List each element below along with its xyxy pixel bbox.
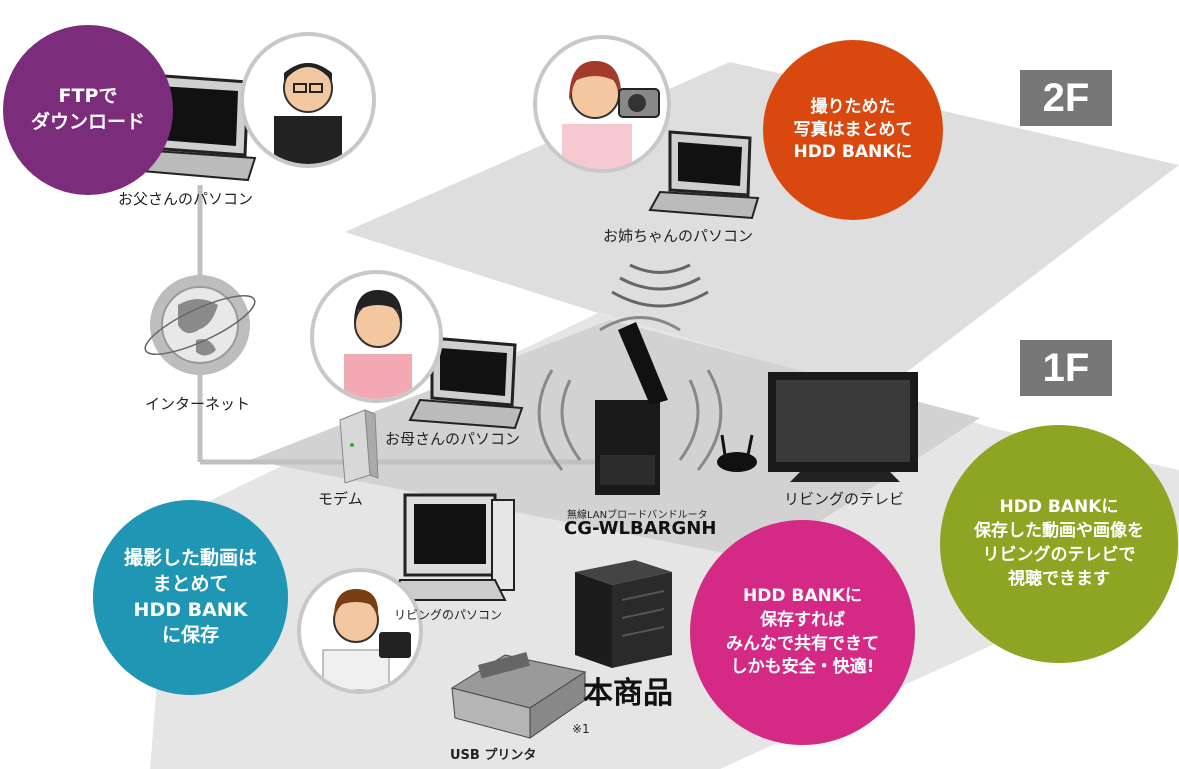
label-product: 本商品 [583,676,673,711]
label-note: ※1 [572,722,590,736]
tv-icon [768,372,918,482]
bubble-share: HDD BANKに 保存すれば みんなで共有できて しかも安全・快適! [690,520,915,745]
label-modem: モデム [318,490,363,508]
label-mother-pc: お母さんのパソコン [385,430,521,448]
router-icon [595,322,668,495]
floor-1f-tag: 1F [1020,340,1112,396]
son-portrait [297,568,423,694]
network-lines [197,185,610,465]
person-icon [344,290,412,399]
adapter-icon [717,434,757,472]
bubble-tv: HDD BANKに 保存した動画や画像を リビングのテレビで 視聴できます [940,425,1178,663]
person-icon [322,589,411,690]
modem-icon [339,409,379,484]
label-printer: USB プリンタ [450,748,537,763]
label-father-pc: お父さんのパソコン [118,190,254,208]
sister-portrait [533,35,671,173]
bubble-video: 撮影した動画は まとめて HDD BANK に保存 [93,500,288,695]
nas-icon [575,560,672,668]
label-sister-pc: お姉ちゃんのパソコン [603,227,754,245]
desktop-pc-icon [393,493,515,601]
wifi-icon [611,263,709,308]
label-living-tv: リビングのテレビ [784,490,905,508]
bubble-ftp: FTPで ダウンロード [3,25,173,195]
mother-portrait [310,270,443,403]
globe-icon [144,275,256,375]
bubble-photos: 撮りためた 写真はまとめて HDD BANKに [763,40,943,220]
person-icon [562,61,660,169]
label-living-pc: リビングのパソコン [394,608,503,622]
label-router-model: CG-WLBARGNH [564,518,717,539]
laptop-icon [128,73,257,182]
person-icon [274,63,342,164]
camera-icon [379,632,411,658]
printer-icon [450,652,587,739]
floor-2f-tag: 2F [1020,70,1112,126]
label-router-caption: 無線LANブロードバンドルータ [567,510,708,521]
label-internet: インターネット [145,395,251,413]
father-portrait [240,32,376,168]
